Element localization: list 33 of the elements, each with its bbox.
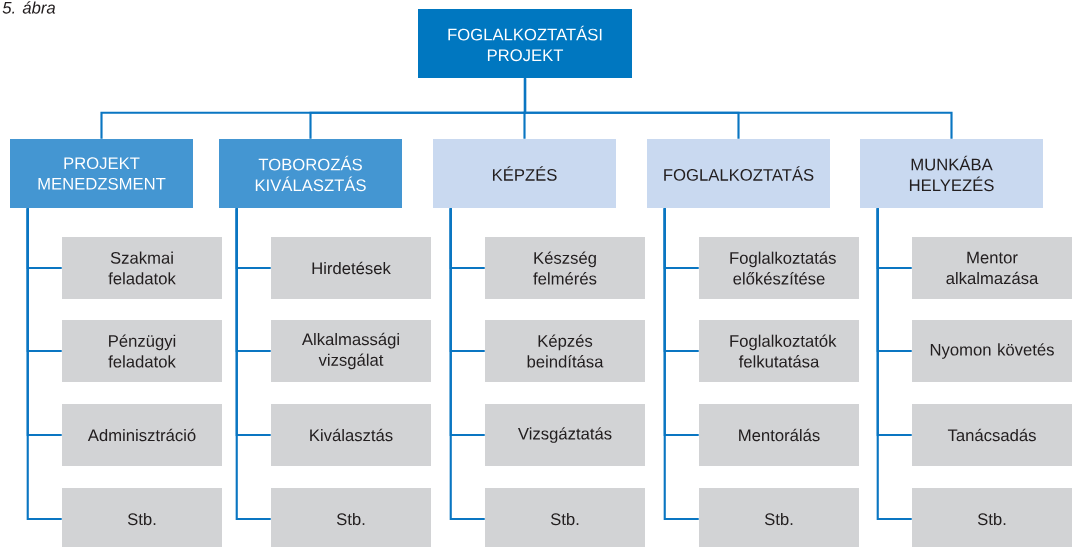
task-box: Adminisztráció xyxy=(62,404,222,466)
task-box: Mentorálás xyxy=(699,404,859,466)
task-box: Mentor alkalmazása xyxy=(912,237,1072,299)
task-box: Hirdetések xyxy=(271,237,431,299)
task-box: Alkalmassági vizsgálat xyxy=(271,320,431,382)
connector-line xyxy=(449,208,485,521)
task-box: Pénzügyi feladatok xyxy=(62,320,222,382)
category-box: PROJEKT MENEDZSMENT xyxy=(10,139,193,208)
task-box: Nyomon követés xyxy=(912,320,1072,382)
category-box: KÉPZÉS xyxy=(433,139,616,208)
figure-caption: 5. ábra xyxy=(2,1,56,14)
task-box: Készség felmérés xyxy=(485,237,645,299)
category-box: FOGLALKOZTATÁS xyxy=(647,139,830,208)
category-box: TOBOROZÁS KIVÁLASZTÁS xyxy=(219,139,402,208)
connector-line xyxy=(523,78,953,139)
task-box: Vizsgáztatás xyxy=(485,404,645,466)
connector-line xyxy=(235,208,271,521)
task-box: Képzés beindítása xyxy=(485,320,645,382)
task-box: Szakmai feladatok xyxy=(62,237,222,299)
task-box: Kiválasztás xyxy=(271,404,431,466)
connector-line xyxy=(876,208,912,521)
connector-line xyxy=(26,208,62,521)
root-box: FOGLALKOZTATÁSI PROJEKT xyxy=(418,9,632,78)
task-box: Stb. xyxy=(699,488,859,547)
connector-line xyxy=(663,208,699,521)
task-box: Foglalkoztatók felkutatása xyxy=(699,320,859,382)
task-box: Tanácsadás xyxy=(912,404,1072,466)
task-box: Stb. xyxy=(271,488,431,547)
category-box: MUNKÁBA HELYEZÉS xyxy=(860,139,1043,208)
task-box: Stb. xyxy=(912,488,1072,547)
task-box: Foglalkoztatás előkészítése xyxy=(699,237,859,299)
task-box: Stb. xyxy=(62,488,222,547)
task-box: Stb. xyxy=(485,488,645,547)
